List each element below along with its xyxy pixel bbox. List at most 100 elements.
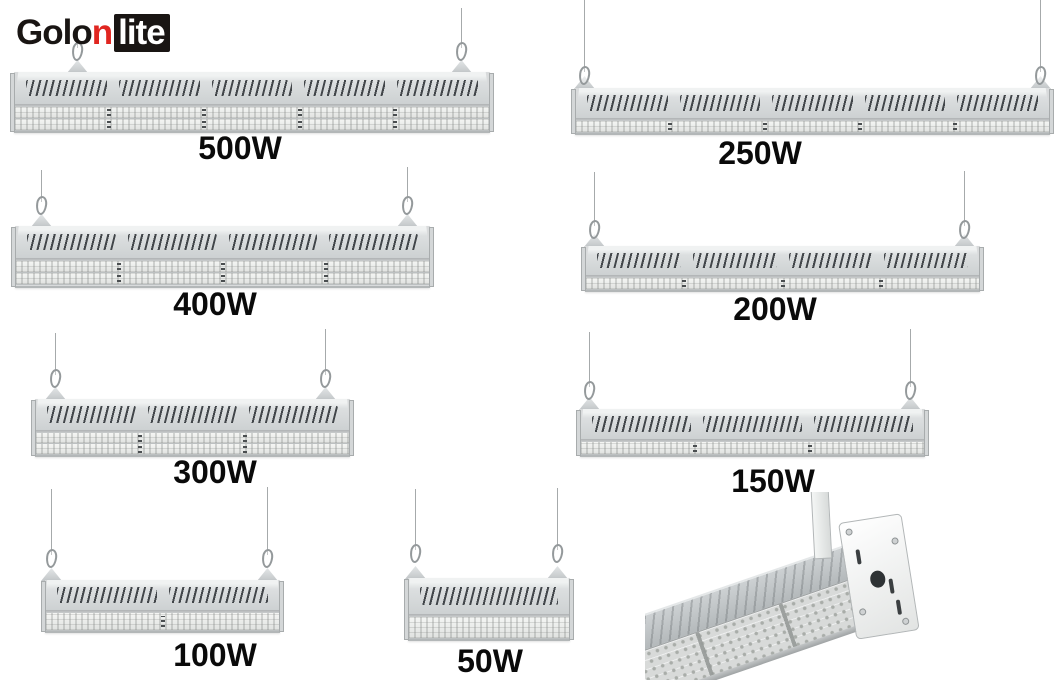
led-panel-row (580, 442, 925, 455)
carabiner-hook (400, 195, 415, 216)
vent-grill-band (585, 246, 980, 275)
vent-grill (304, 79, 386, 97)
vent-grill-band (35, 399, 350, 430)
housing-flange (45, 610, 280, 613)
vent-grill-band (408, 578, 570, 614)
logo-text-black: Golo (16, 13, 93, 52)
end-cap-screw (845, 528, 854, 537)
carabiner-hook (34, 195, 49, 216)
vent-grill (211, 79, 293, 97)
suspension-wire (1040, 0, 1041, 72)
module-separator (137, 445, 142, 453)
housing-flange (14, 104, 490, 107)
fixture-body (10, 72, 494, 133)
vent-grill (228, 233, 318, 251)
module-separator (220, 274, 225, 283)
vent-grill (47, 406, 136, 423)
housing-flange (408, 614, 570, 617)
fixture-body (41, 580, 284, 633)
module-separator (107, 108, 112, 117)
suspension-wire (964, 171, 965, 226)
module-separator (297, 120, 302, 129)
carabiner-hook (550, 543, 565, 564)
suspension-wire (910, 329, 911, 387)
vent-grill (788, 252, 873, 269)
end-cap (581, 247, 586, 291)
carabiner-hook (48, 368, 63, 389)
led-panel-row (408, 617, 570, 639)
module-separator (879, 279, 884, 288)
end-cap (569, 579, 574, 640)
vent-grill (597, 252, 681, 269)
logo-text-red: n (91, 13, 113, 52)
led-panel-row (575, 121, 1050, 133)
module-separator (392, 108, 397, 117)
end-cap-vent-slot (855, 549, 862, 565)
vent-grill (168, 587, 268, 603)
end-cap (576, 410, 581, 456)
module-separator (692, 443, 697, 453)
led-panel-row (15, 273, 430, 285)
module-separator (668, 122, 672, 131)
led-panel-row (35, 444, 350, 455)
vent-grill (127, 233, 217, 251)
carabiner-hook (582, 380, 597, 401)
vent-grill (692, 252, 777, 269)
end-cap-screw (858, 607, 867, 616)
vent-grill (592, 416, 691, 432)
led-panel-row (14, 107, 490, 119)
suspension-wire (415, 489, 416, 550)
module-separator (242, 445, 247, 453)
carabiner-hook (408, 543, 423, 564)
module-separator (116, 262, 121, 271)
vent-grill (884, 252, 968, 269)
module-separator (763, 122, 767, 131)
end-cap (349, 400, 354, 456)
suspension-wire (584, 0, 585, 72)
end-cap (279, 581, 284, 632)
carabiner-hook (957, 219, 972, 240)
suspension-wire (325, 329, 326, 375)
led-panel-row (15, 261, 430, 273)
wattage-label-50w: 50W (457, 643, 523, 679)
end-cap-screw (891, 536, 900, 546)
suspension-wire (267, 487, 268, 555)
housing-flange (580, 439, 925, 442)
fixture-body (571, 88, 1054, 135)
closeup-fixture (645, 492, 1025, 680)
vent-grill (420, 586, 558, 606)
end-cap (489, 73, 494, 132)
end-cap (924, 410, 929, 456)
module-separator (160, 615, 165, 628)
module-separator (953, 122, 957, 131)
vent-grill (249, 406, 338, 423)
end-cap-cable-hole (869, 569, 887, 589)
suspension-wire (55, 333, 56, 375)
carabiner-hook (44, 548, 59, 569)
housing-flange (585, 275, 980, 278)
fixture-body (404, 578, 574, 641)
module-separator (107, 120, 112, 129)
module-separator (807, 443, 812, 453)
vent-grill (814, 416, 913, 432)
module-separator (220, 262, 225, 271)
closeup-body (645, 492, 920, 680)
end-cap (31, 400, 36, 456)
led-panel-row (585, 278, 980, 290)
led-panel-row (45, 613, 280, 631)
module-separator (681, 279, 686, 288)
vent-grill (397, 79, 478, 97)
vent-grill (26, 79, 107, 97)
module-separator (137, 434, 142, 442)
vent-grill (27, 233, 116, 251)
bracket-arm (809, 492, 833, 560)
module-separator (392, 120, 397, 129)
end-cap (404, 579, 409, 640)
module-separator (297, 108, 302, 117)
vent-grill (329, 233, 418, 251)
carabiner-hook (318, 368, 333, 389)
fixture-body (581, 246, 984, 292)
